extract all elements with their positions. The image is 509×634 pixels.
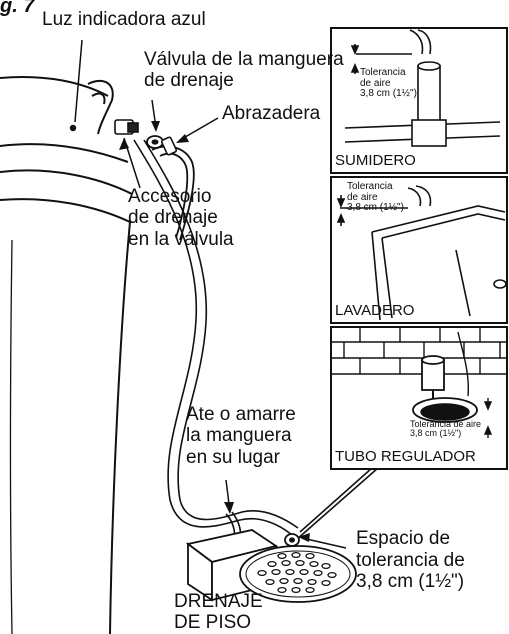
drain-fitting bbox=[114, 119, 139, 135]
sump-title: SUMIDERO bbox=[335, 152, 416, 169]
floor-drain-grate bbox=[239, 545, 357, 603]
laundry-title: LAVADERO bbox=[335, 302, 415, 319]
sump-drawing bbox=[344, 29, 501, 147]
softener-tank bbox=[0, 75, 133, 634]
blue-light-label: Luz indicadora azul bbox=[42, 9, 206, 30]
blue-indicator-light bbox=[69, 124, 77, 132]
tie-hose-label: Ate o amarre la manguera en su lugar bbox=[186, 404, 296, 468]
standpipe-gap-label: Tolerancia de aire 3,8 cm (1½") bbox=[410, 419, 482, 439]
air-gap-leader bbox=[301, 537, 347, 549]
standpipe-drawing bbox=[332, 328, 507, 438]
drain-valve-hose-label: Válvula de la manguera de drenaje bbox=[144, 49, 344, 91]
sump-gap-label: Tolerancia de aire 3,8 cm (1½") bbox=[360, 67, 417, 99]
inset-frame bbox=[330, 27, 508, 470]
drain-hose-exit bbox=[295, 467, 379, 541]
hose-clamp bbox=[160, 136, 178, 156]
tank-top-valve bbox=[87, 79, 114, 135]
blue-light-leader bbox=[74, 39, 83, 123]
figure-number: g. 7 bbox=[0, 0, 35, 17]
valve-fitting-label: Accesorio de drenaje en la válvula bbox=[128, 186, 234, 250]
fitting-arrowhead bbox=[119, 138, 129, 150]
laundry-tub-drawing bbox=[336, 185, 507, 321]
laundry-gap-label: Tolerancia de aire 3,8 cm (1½") bbox=[347, 181, 404, 213]
drain-hose-long bbox=[133, 139, 299, 536]
standpipe-title: TUBO REGULADOR bbox=[335, 448, 476, 465]
clamp-leader bbox=[179, 117, 219, 141]
air-gap-label: Espacio de tolerancia de 3,8 cm (1½") bbox=[356, 528, 465, 593]
floor-drain-label: DRENAJE DE PISO bbox=[174, 591, 263, 633]
clamp-label: Abrazadera bbox=[222, 103, 321, 124]
